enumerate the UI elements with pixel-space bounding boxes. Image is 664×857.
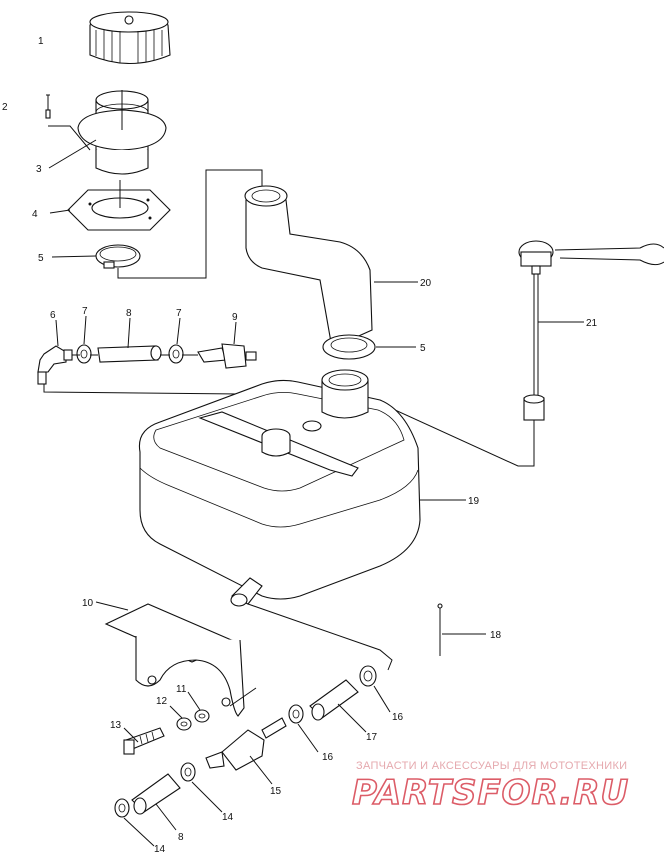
callout-14-upper: 14 [222,812,234,823]
hose-clamp-lower [322,334,376,360]
lower-fuel-line [114,665,377,818]
callout-8-lower: 8 [178,832,184,843]
bolt-and-washers [123,709,210,755]
pin-part-18 [437,603,443,656]
callout-17: 17 [366,732,378,743]
callout-labels: 1 2 3 4 5 6 7 8 7 9 20 5 21 19 10 18 11 … [2,36,598,855]
callout-15: 15 [270,786,282,797]
fuel-cap [89,11,171,65]
filler-hose [244,185,373,349]
callout-16-left: 16 [322,752,334,763]
callout-19: 19 [468,496,480,507]
callout-9: 9 [232,312,238,323]
guide-line-lower [247,603,393,671]
filler-neck [77,90,167,175]
callout-11: 11 [176,684,187,695]
fuel-gauge-sender [359,240,664,467]
callout-12: 12 [156,696,168,707]
callout-5-upper: 5 [38,253,44,264]
callout-1: 1 [38,36,44,47]
callout-20: 20 [420,278,432,289]
watermark: ЗАПЧАСТИ И АКСЕССУАРЫ ДЛЯ МОТОТЕХНИКИ PA… [351,760,629,814]
watermark-logo: PARTSFOR.RU [352,773,629,813]
callout-7-left: 7 [82,306,88,317]
guide-line-upper [117,169,263,279]
fitting-row [37,343,257,385]
callout-18: 18 [490,630,502,641]
callout-7-right: 7 [176,308,182,319]
watermark-tagline: ЗАПЧАСТИ И АКСЕССУАРЫ ДЛЯ МОТОТЕХНИКИ [356,760,627,772]
mounting-bracket [104,603,257,717]
callout-6: 6 [50,310,56,321]
screw-part-2 [45,94,91,151]
callout-5-lower: 5 [420,343,426,354]
gasket-part-4 [67,180,171,231]
callout-4: 4 [32,209,38,220]
callout-16-right: 16 [392,712,404,723]
callout-21: 21 [586,318,598,329]
callout-2: 2 [2,102,8,113]
callout-8-upper: 8 [126,308,132,319]
callout-3: 3 [36,164,42,175]
callout-10: 10 [82,598,94,609]
hose-clamp-upper [95,244,141,269]
callout-13: 13 [110,720,122,731]
leader-lines [48,139,584,847]
fuel-tank [138,369,421,607]
callout-14-lower: 14 [154,844,166,852]
